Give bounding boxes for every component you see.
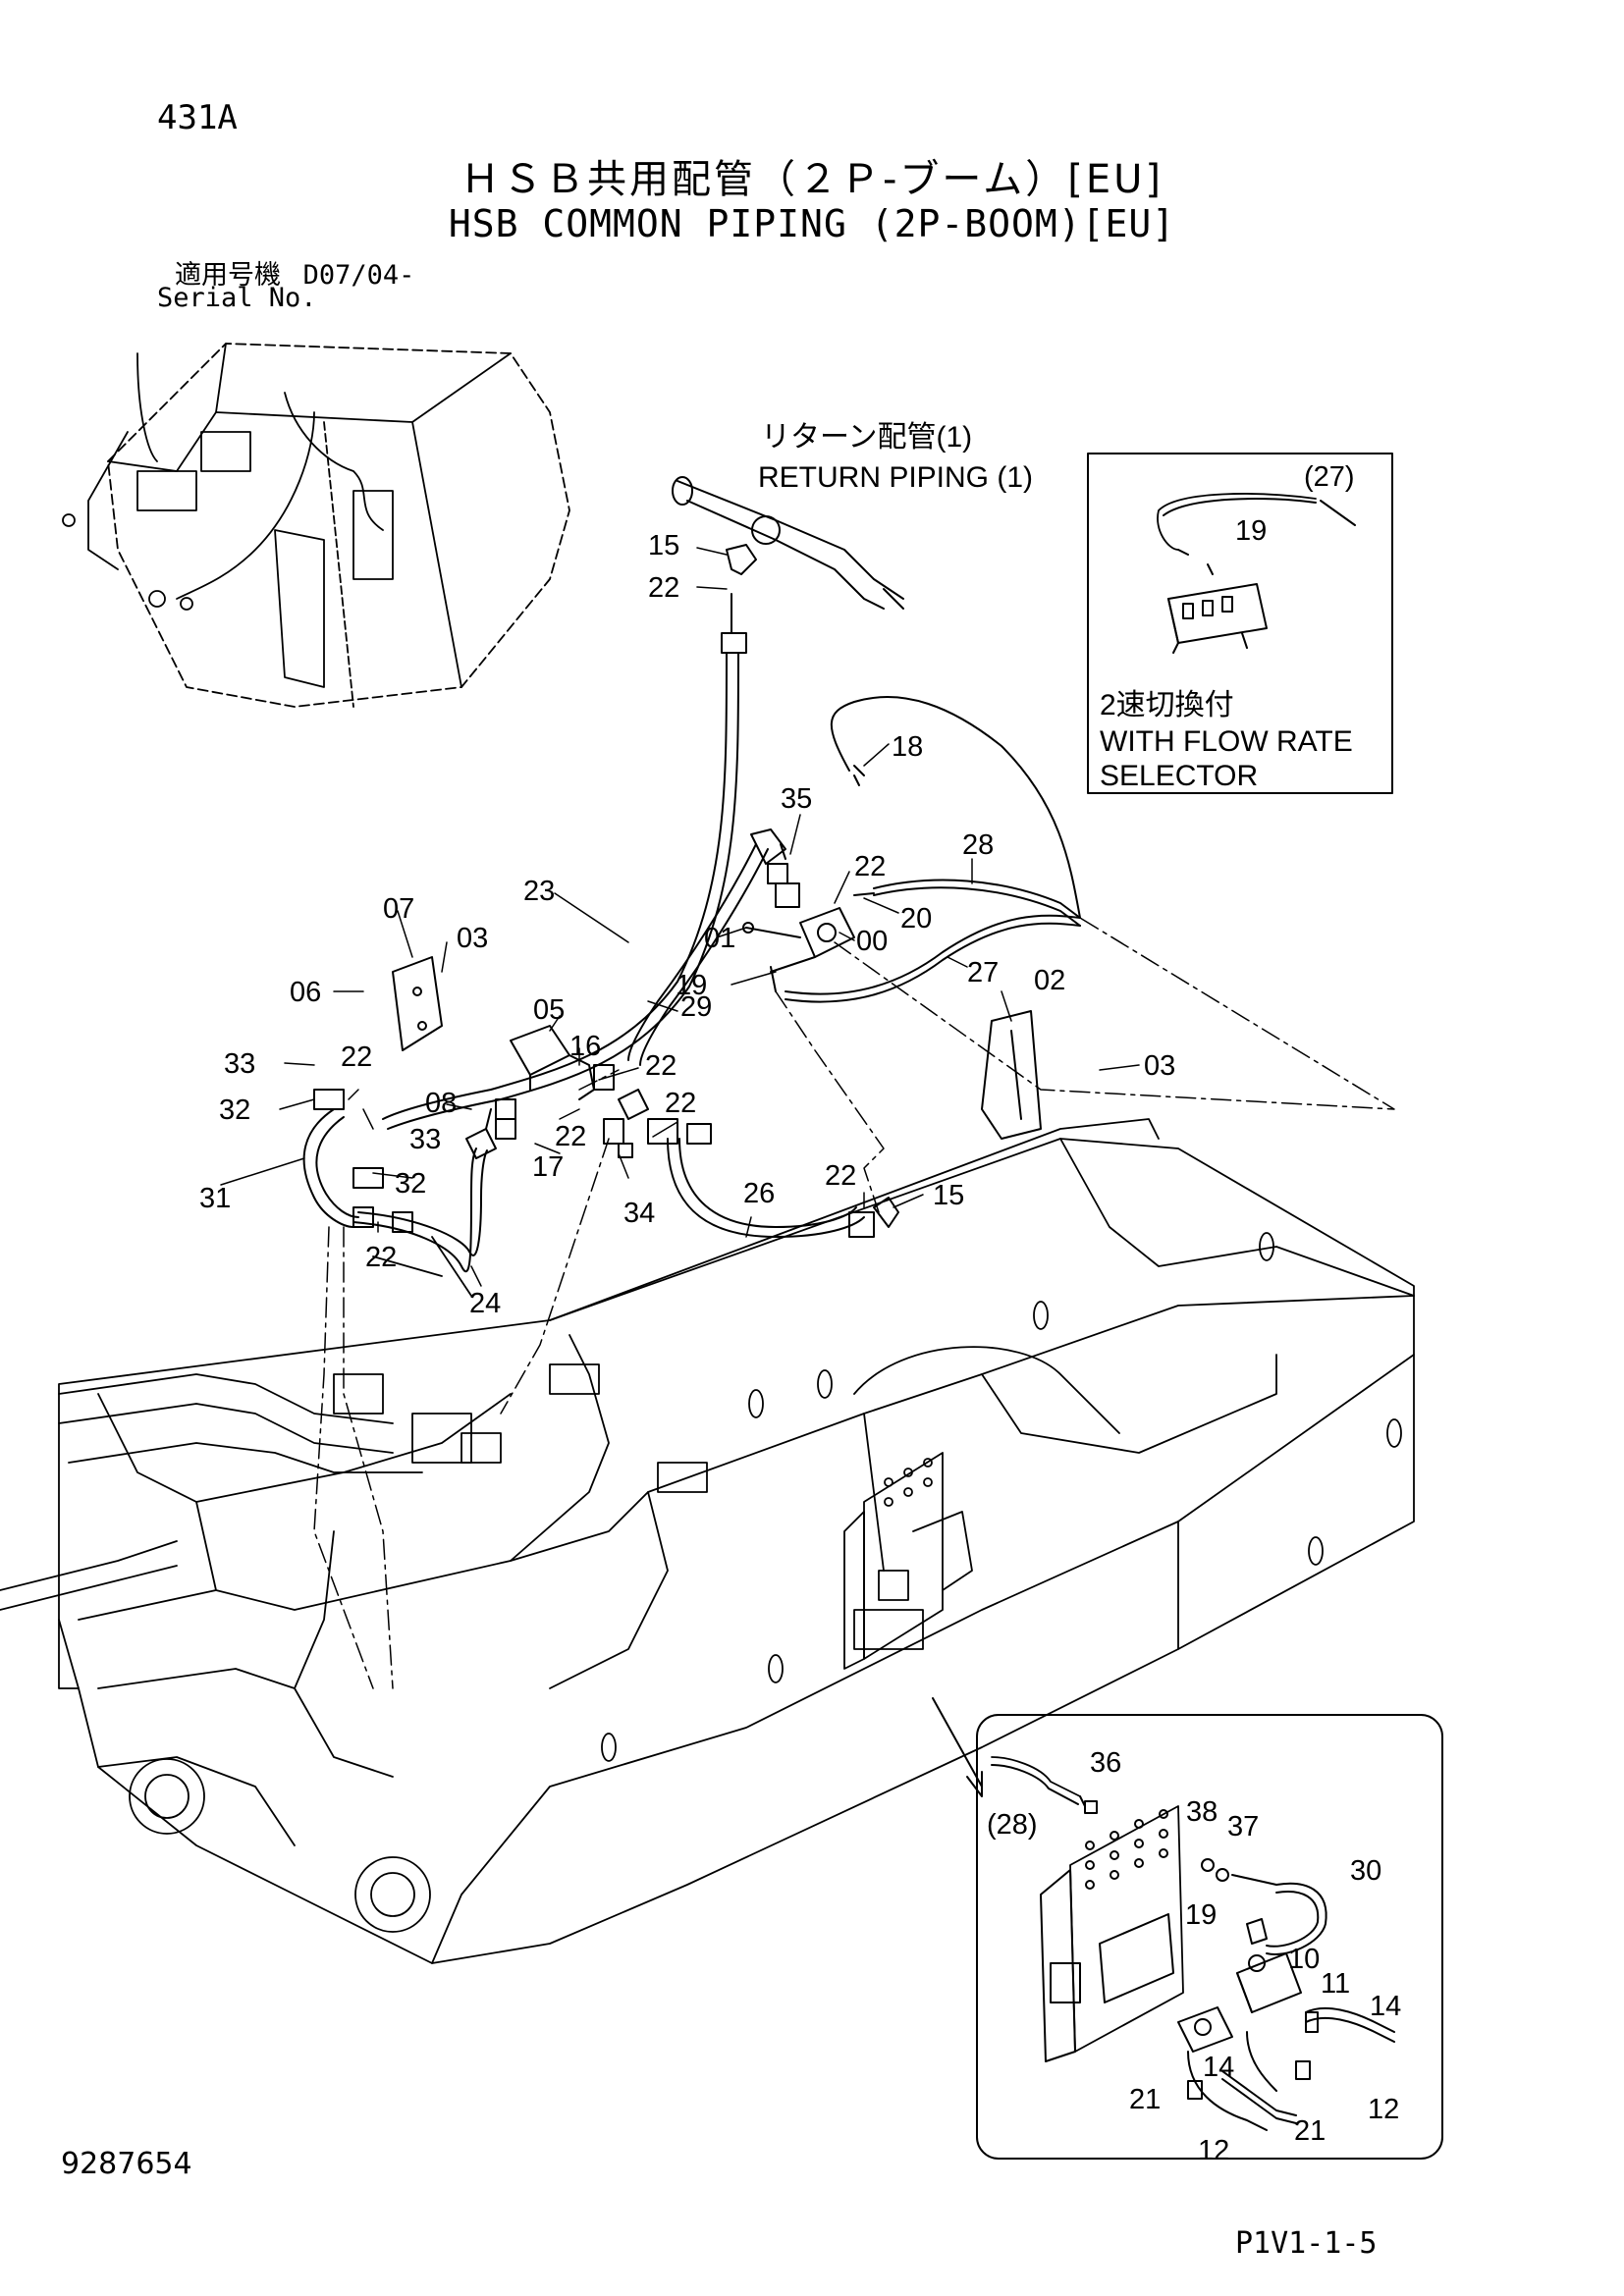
detail-leader-arrow [932,1697,983,1797]
serial-label-japanese: 適用号機 D07/04- [175,253,414,292]
callout: 07 [383,893,414,925]
callout: 12 [1368,2094,1399,2125]
return-piping-label: リターン配管(1) RETURN PIPING (1) [758,421,1033,494]
callout: 17 [532,1151,564,1183]
callout: 06 [290,977,321,1008]
callout: 27 [967,957,999,988]
callout: 08 [425,1088,457,1119]
title-english: HSB COMMON PIPING (2P-BOOM)[EU] [448,202,1176,245]
callout: 05 [533,994,565,1026]
callout: 22 [645,1050,677,1082]
callout: 14 [1370,1991,1401,2022]
callout: 32 [219,1095,250,1126]
callout: 22 [365,1242,397,1273]
detail-part-ref: (28) [987,1809,1038,1841]
callout: 31 [199,1183,231,1214]
callout-numbers: 15 22 18 35 22 28 01 00 20 19 27 02 03 2… [199,530,1401,2166]
page-code: 431A [157,98,238,137]
return-piping-label-en: RETURN PIPING (1) [758,461,1033,494]
callout: 15 [648,530,679,561]
callout-leaders [220,547,1140,1287]
callout: 28 [962,829,994,861]
callout: 10 [1288,1944,1320,1975]
flow-rate-label-en-1: WITH FLOW RATE [1100,725,1353,758]
callout: 19 [676,970,707,1001]
serial-value: D07/04- [302,260,415,291]
callout: 14 [1203,2052,1234,2083]
callout: 26 [743,1178,775,1209]
callout: 35 [781,783,812,815]
callout: 22 [648,572,679,604]
callout: 38 [1186,1796,1218,1828]
title-japanese: ＨＳＢ共用配管（２Ｐ-ブーム）[EU] [460,157,1164,202]
callout: 29 [680,991,712,1023]
reference-lines [313,917,1395,1689]
machine-overview-thumbnail [62,343,570,708]
callout: 30 [1350,1855,1381,1887]
callout: 21 [1294,2115,1326,2147]
hydraulic-hoses [302,544,1081,1273]
flow-rate-label-ja: 2速切換付 [1100,689,1234,721]
callout: 15 [933,1180,964,1211]
document-id: 9287654 [61,2147,192,2181]
flow-rate-label-en-2: SELECTOR [1100,760,1258,792]
callout: 37 [1227,1811,1259,1842]
flow-rate-selector-inset [1087,453,1393,794]
page-reference: P1V1-1-5 [1235,2226,1378,2261]
callout: 23 [523,876,555,907]
callout: 33 [224,1048,255,1080]
callout: 11 [1321,1968,1350,2000]
callout: 22 [665,1088,696,1119]
selector-plate-on-frame [843,1452,973,1670]
callout: 21 [1129,2084,1161,2115]
callout: 03 [457,923,488,954]
callout: 24 [469,1288,501,1319]
return-piping [672,476,904,610]
callout: 22 [555,1121,586,1152]
callout: 22 [341,1041,372,1073]
callout: 01 [704,923,735,954]
selector-plate-detail-inset [976,1714,1443,2160]
upper-frame-structure [0,1118,1415,1964]
callout: 22 [825,1160,856,1192]
callout: 00 [856,926,888,957]
callout: 02 [1034,965,1065,996]
callout: 32 [395,1168,426,1200]
callout: 36 [1090,1747,1121,1779]
callout: 16 [569,1031,601,1062]
serial-label-english: Serial No. [157,283,317,313]
callout: 33 [409,1124,441,1155]
return-piping-label-ja: リターン配管(1) [761,421,972,454]
flow-rate-inset-text: (27) 19 2速切換付 WITH FLOW RATE SELECTOR (2… [987,461,1355,1841]
callout: 19 [1235,515,1267,547]
callout: 20 [900,903,932,934]
callout: 19 [1185,1899,1217,1931]
callout: 22 [854,851,886,882]
callout: 18 [892,731,923,763]
callout: (27) [1304,461,1355,493]
callout: 12 [1198,2135,1229,2166]
callout: 03 [1144,1050,1175,1082]
callout: 34 [623,1198,655,1229]
serial-label-ja: 適用号機 [175,260,281,291]
